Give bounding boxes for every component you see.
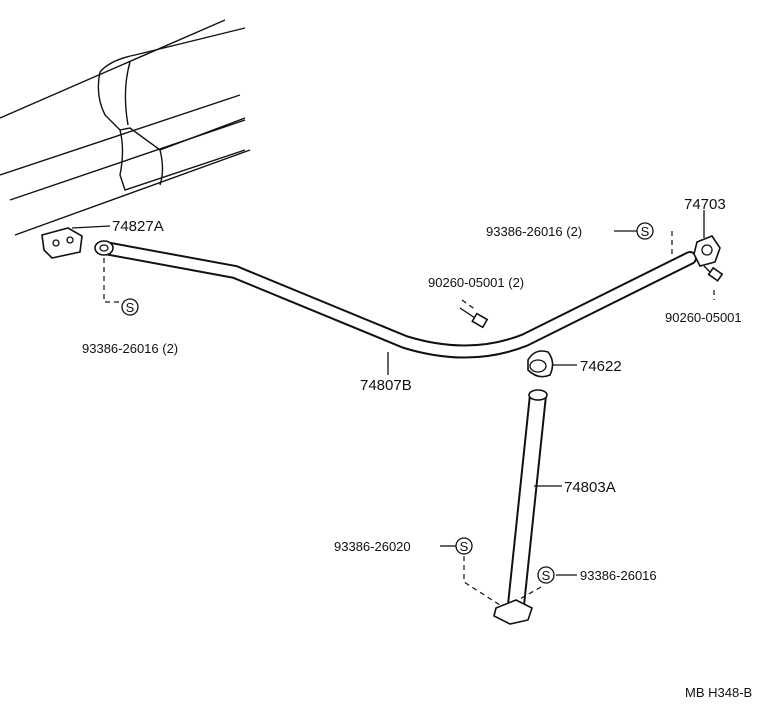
s-symbol-text: S (460, 539, 469, 554)
label-bracket-left: 74827A (112, 218, 164, 235)
s-symbol-text: S (542, 568, 551, 583)
s-symbol-left: S (121, 298, 139, 316)
label-bolt-left: 93386-26016 (2) (82, 341, 178, 356)
label-screw-right: 90260-05001 (665, 310, 742, 325)
label-screw-mid: 90260-05001 (2) (428, 275, 524, 290)
label-bolt-right-top: 93386-26016 (2) (486, 224, 582, 239)
vehicle-body-outline (0, 19, 251, 236)
label-bolt-bottom-right: 93386-26016 (580, 568, 657, 583)
vertical-bar (493, 389, 548, 625)
joint (527, 350, 554, 378)
diagram-code: MB H348-B (685, 685, 752, 700)
s-symbol-text: S (641, 224, 650, 239)
s-symbol-bottom-left: S (455, 537, 473, 555)
label-joint: 74622 (580, 358, 622, 375)
bracket-left (41, 227, 83, 259)
assembly-leaders (103, 231, 715, 606)
main-bar (94, 240, 697, 359)
label-vertical-bar: 74803A (564, 479, 616, 496)
s-symbol-bottom-right: S (537, 566, 555, 584)
screw-right (703, 265, 724, 282)
label-main-bar: 74807B (360, 377, 412, 394)
label-bolt-bottom-left: 93386-26020 (334, 539, 411, 554)
screw-mid (459, 307, 489, 329)
leader-lines (71, 210, 705, 576)
s-symbol-text: S (126, 300, 135, 315)
label-bracket-right: 74703 (684, 196, 726, 213)
s-symbol-right-top: S (636, 222, 654, 240)
bracket-right (693, 235, 721, 267)
